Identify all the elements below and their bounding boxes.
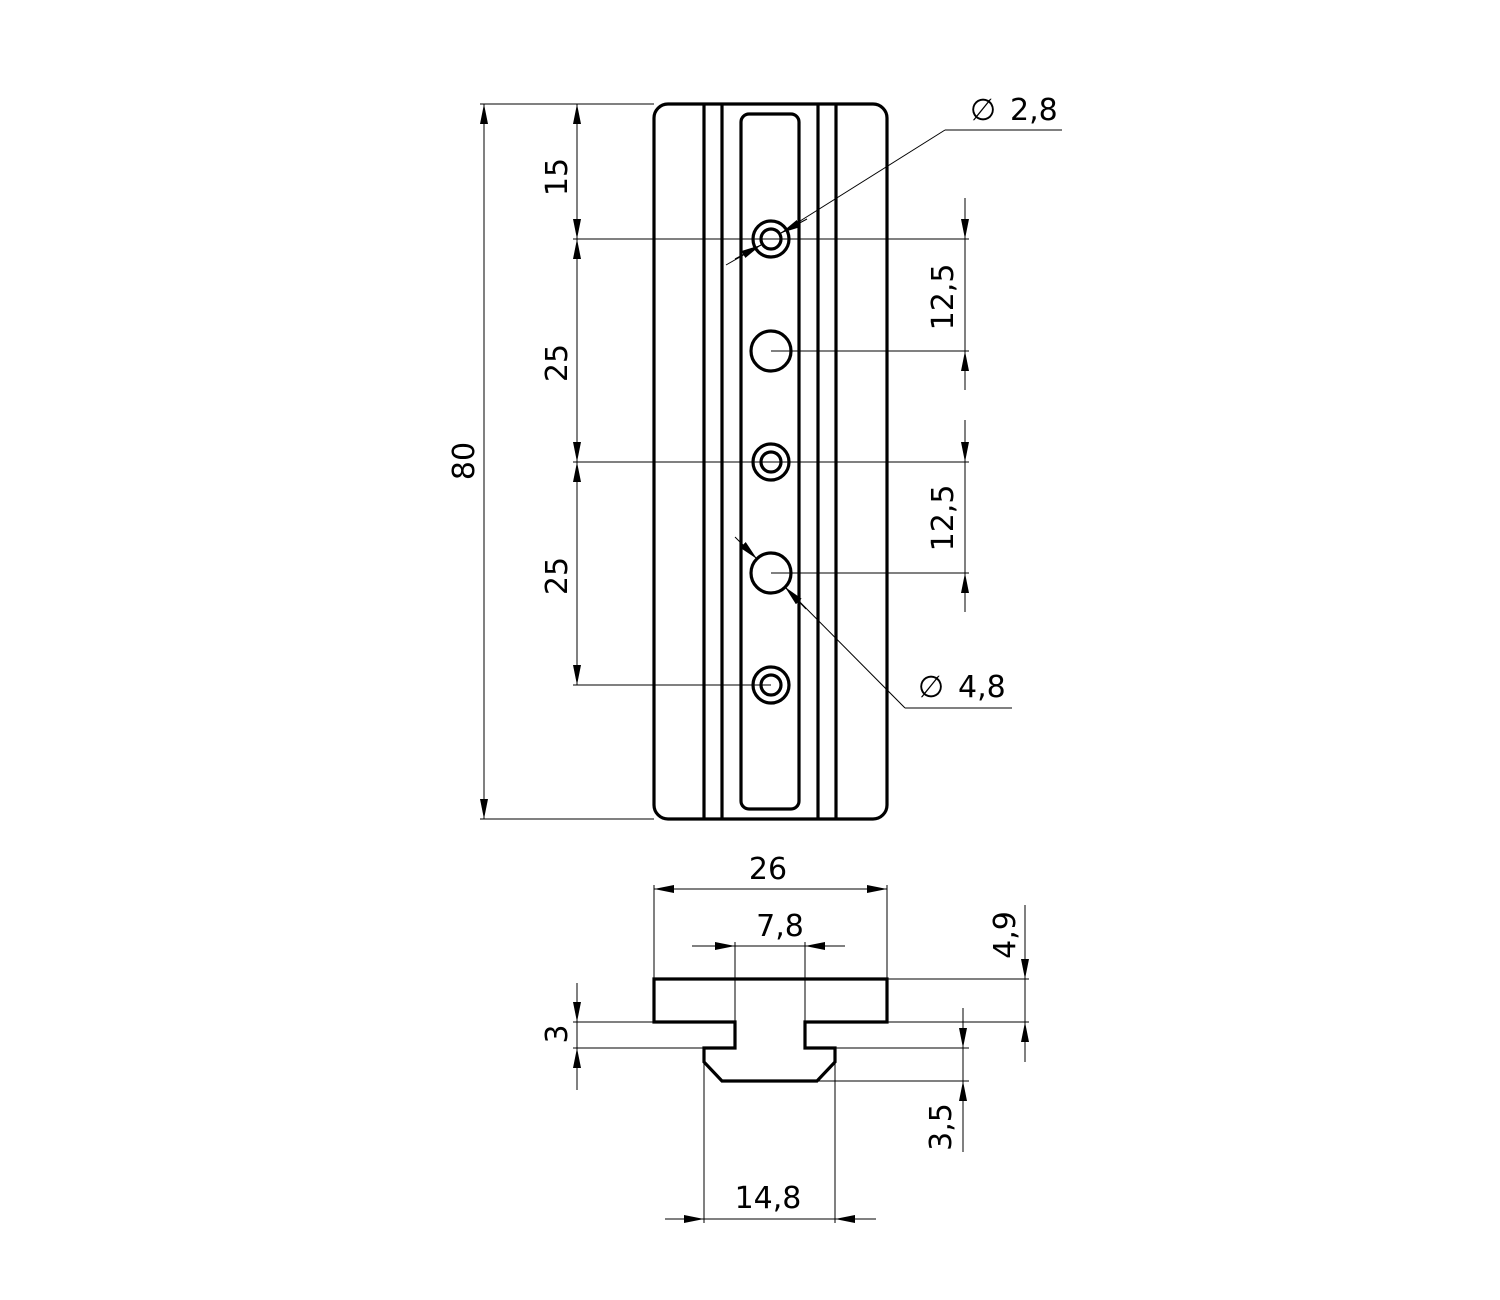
profile-view [652,977,889,1083]
dimension-label: 12,5 [926,264,961,331]
dimension-foot-height: 3,5 [924,1008,967,1152]
dimension-first-hole-offset: 15 [540,104,581,239]
dimension-half-pitch-1: 12,5 [926,198,969,390]
dimension-label: 7,8 [756,909,804,944]
dimension-label: 80 [447,442,482,480]
dimension-large-hole-diameter: ∅ 4,8 [734,536,1012,709]
dimension-label: 3 [540,1024,575,1043]
dimension-label: 4,9 [988,911,1023,959]
diameter-symbol: ∅ [918,670,944,705]
dimension-label: 4,8 [958,670,1006,705]
dimension-label: 25 [540,344,575,382]
dimension-width: 26 [654,852,887,893]
dimension-pitch-1: 25 [540,239,581,462]
dimension-total-height: 4,9 [988,905,1029,1062]
extension-lines [480,103,969,820]
dimension-label: 2,8 [1010,93,1058,128]
t-profile-outline [652,977,889,1083]
dimension-half-pitch-2: 12,5 [926,420,969,612]
dimension-total-length: 80 [447,104,488,819]
dimension-label: 3,5 [924,1103,959,1151]
dimension-foot-width: 14,8 [665,1181,876,1223]
dimension-small-hole-diameter: ∅ 2,8 [725,93,1062,266]
extension-lines [573,885,1029,1223]
diameter-symbol: ∅ [970,93,996,128]
dimension-pitch-2: 25 [540,462,581,685]
dimension-label: 15 [540,158,575,196]
dimension-label: 14,8 [735,1181,802,1216]
dimension-label: 12,5 [926,485,961,552]
dimension-label: 26 [749,852,787,887]
dimension-neck-width: 7,8 [692,909,845,950]
dimension-label: 25 [540,557,575,595]
dimension-flange-gap: 3 [540,983,581,1090]
